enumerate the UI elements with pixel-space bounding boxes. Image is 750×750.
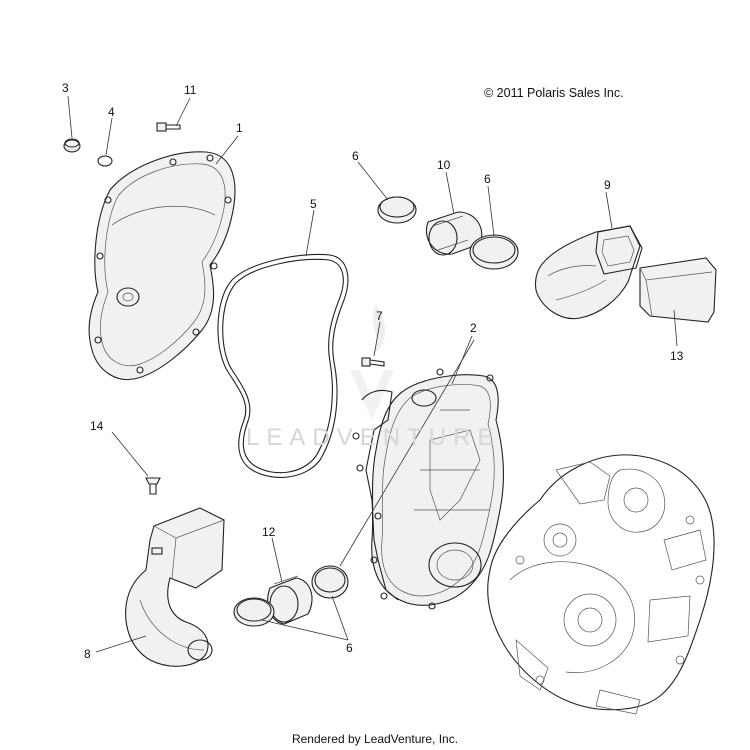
callout-6-lower: 6 xyxy=(346,641,353,655)
callout-2: 2 xyxy=(470,321,477,335)
callout-14: 14 xyxy=(90,419,104,433)
callout-1: 1 xyxy=(236,121,243,135)
callout-5: 5 xyxy=(310,197,317,211)
part-6-clamp-lower-right xyxy=(311,565,349,599)
part-13-duct-piece xyxy=(639,257,717,323)
callout-13: 13 xyxy=(670,349,684,363)
part-8-intake-duct xyxy=(125,507,225,667)
callout-11: 11 xyxy=(184,83,197,97)
part-6-clamp-lower-left xyxy=(233,597,275,627)
part-4-o-ring xyxy=(97,155,113,167)
part-3-plug xyxy=(63,138,81,153)
part-9-intake-duct xyxy=(534,225,643,320)
callout-6-upper-right: 6 xyxy=(484,172,491,186)
part-12-coupler xyxy=(267,575,313,625)
engine-block xyxy=(487,454,715,715)
part-11-bolt xyxy=(156,122,181,132)
part-6-clamp-upper-left xyxy=(377,196,417,224)
callout-3: 3 xyxy=(62,81,69,95)
callout-numbers: 3 4 11 1 5 6 10 6 9 13 7 2 14 12 8 6 xyxy=(62,81,684,661)
copyright-text: © 2011 Polaris Sales Inc. xyxy=(484,86,624,100)
callout-12: 12 xyxy=(262,525,276,539)
footer-credit: Rendered by LeadVenture, Inc. xyxy=(291,732,459,746)
part-6-clamp-upper-right xyxy=(469,234,519,270)
part-7-bolt xyxy=(361,357,385,367)
part-1-outer-clutch-cover xyxy=(88,151,236,380)
watermark-text: LEADVENTURE xyxy=(246,424,501,451)
part-14-push-rivet xyxy=(145,477,161,495)
callout-7: 7 xyxy=(376,309,383,323)
callout-8: 8 xyxy=(84,647,91,661)
callout-6-upper-left: 6 xyxy=(352,149,359,163)
leader-lines xyxy=(67,95,678,653)
callout-9: 9 xyxy=(604,178,611,192)
watermark-logo xyxy=(350,305,394,420)
part-5-gasket xyxy=(217,253,349,478)
part-2-inner-clutch-cover xyxy=(352,368,505,610)
callout-10: 10 xyxy=(437,158,451,172)
callout-4: 4 xyxy=(108,105,115,119)
